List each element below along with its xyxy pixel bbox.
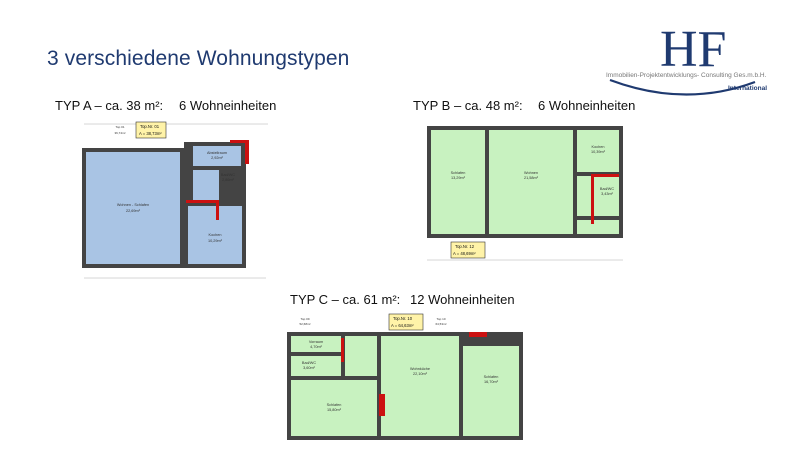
room-bad-wc xyxy=(577,176,619,216)
company-logo: HF xyxy=(609,21,756,96)
room-label: Abstellraum xyxy=(207,151,227,155)
unit-tag-c-number: Top.Nr. 10 xyxy=(393,316,413,321)
room-label: Bad/WC xyxy=(600,187,614,191)
neighbor-label-a: Top 01 xyxy=(115,125,124,129)
room-label: Wohnküche xyxy=(410,367,430,371)
room-area: 13,29m² xyxy=(451,176,466,180)
logo-letters: HF xyxy=(660,21,726,78)
room-label: Schlafen xyxy=(484,375,499,379)
unit-tag-a-number: Top.Nr. 01 xyxy=(140,124,160,129)
room-area: 3,43m² xyxy=(601,192,614,196)
unit-tag-a-area: A = 38,73m² xyxy=(139,131,162,136)
room-area: 21,58m² xyxy=(524,176,539,180)
room-area: 3,60m² xyxy=(303,366,316,370)
room-label: Kochen xyxy=(209,233,222,237)
room-label: Wohnen xyxy=(524,171,538,175)
room-abstellraum xyxy=(193,146,241,166)
room-kochen xyxy=(188,206,242,264)
unit-tag-c-area: A = 64,63m² xyxy=(391,323,414,328)
room-label: Vorraum xyxy=(309,340,323,344)
room-schlafen-2 xyxy=(463,346,519,436)
type-b-label: TYP B – ca. 48 m²: xyxy=(413,98,523,113)
room-label: Bad/WC xyxy=(302,361,316,365)
room-area: 10,29m² xyxy=(208,239,223,243)
room-area: 22,69m² xyxy=(126,209,141,213)
type-a-label: TYP A – ca. 38 m²: xyxy=(55,98,164,113)
type-b-units: 6 Wohneinheiten xyxy=(538,98,636,113)
unit-tag-b-number: Top.Nr. 12 xyxy=(455,244,475,249)
slide-title: 3 verschiedene Wohnungstypen xyxy=(47,47,350,70)
room-wohnen xyxy=(489,130,573,234)
room-kochen xyxy=(577,130,619,172)
room-area: 4,70m² xyxy=(310,345,323,349)
type-c-units: 12 Wohneinheiten xyxy=(410,292,515,307)
room-label: Bad/WC xyxy=(221,173,235,177)
room-label: Wohnen - Schlafen xyxy=(117,203,149,207)
room-label: Schlafen xyxy=(327,403,342,407)
neighbor-area-a: 36,74m² xyxy=(114,131,125,135)
room-vorraum xyxy=(291,336,341,352)
room-area: 16,70m² xyxy=(484,380,499,384)
unit-tag-a xyxy=(135,121,167,139)
floorplan-type-b: Top.Nr. 12 A = 48,69m² Schlafen 13,29m² … xyxy=(425,118,635,264)
room-bad-wc xyxy=(193,170,219,202)
type-c-label: TYP C – ca. 61 m²: xyxy=(290,292,401,307)
room-schlafen-1 xyxy=(291,380,377,436)
neighbor-label-c-right: Top 10 xyxy=(436,317,445,321)
room-bad-wc xyxy=(291,356,341,376)
neighbor-area-c-right: 64,53m² xyxy=(435,322,446,326)
room-area: 22,10m² xyxy=(413,372,428,376)
floorplan-type-a: Top.Nr. 01 A = 38,73m² Top 01 36,74m² Wo… xyxy=(80,118,270,284)
room-label: Schlafen xyxy=(451,171,466,175)
logo-subline: Immobilien-Projektentwicklungs- Consulti… xyxy=(606,72,767,79)
room-area: 2,86m² xyxy=(222,178,235,182)
room-wohnen-schlafen xyxy=(86,152,180,264)
room-area: 10,39m² xyxy=(591,150,606,154)
neighbor-label-c-left: Top 09 xyxy=(300,317,309,321)
floorplan-type-c: Top.Nr. 10 A = 64,63m² Top 09 52,68m² To… xyxy=(285,310,525,442)
unit-tag-c xyxy=(388,313,424,331)
room-area: 15,80m² xyxy=(327,408,342,412)
room-label: Kochen xyxy=(592,145,605,149)
room-schlafen xyxy=(431,130,485,234)
unit-tag-b xyxy=(450,241,486,259)
unit-tag-b-area: A = 48,69m² xyxy=(453,251,476,256)
room-wohnkueche xyxy=(381,336,459,436)
room-area: 2,92m² xyxy=(211,156,224,160)
type-a-units: 6 Wohneinheiten xyxy=(179,98,277,113)
logo-international: International xyxy=(728,85,768,92)
neighbor-area-c-left: 52,68m² xyxy=(299,322,310,326)
